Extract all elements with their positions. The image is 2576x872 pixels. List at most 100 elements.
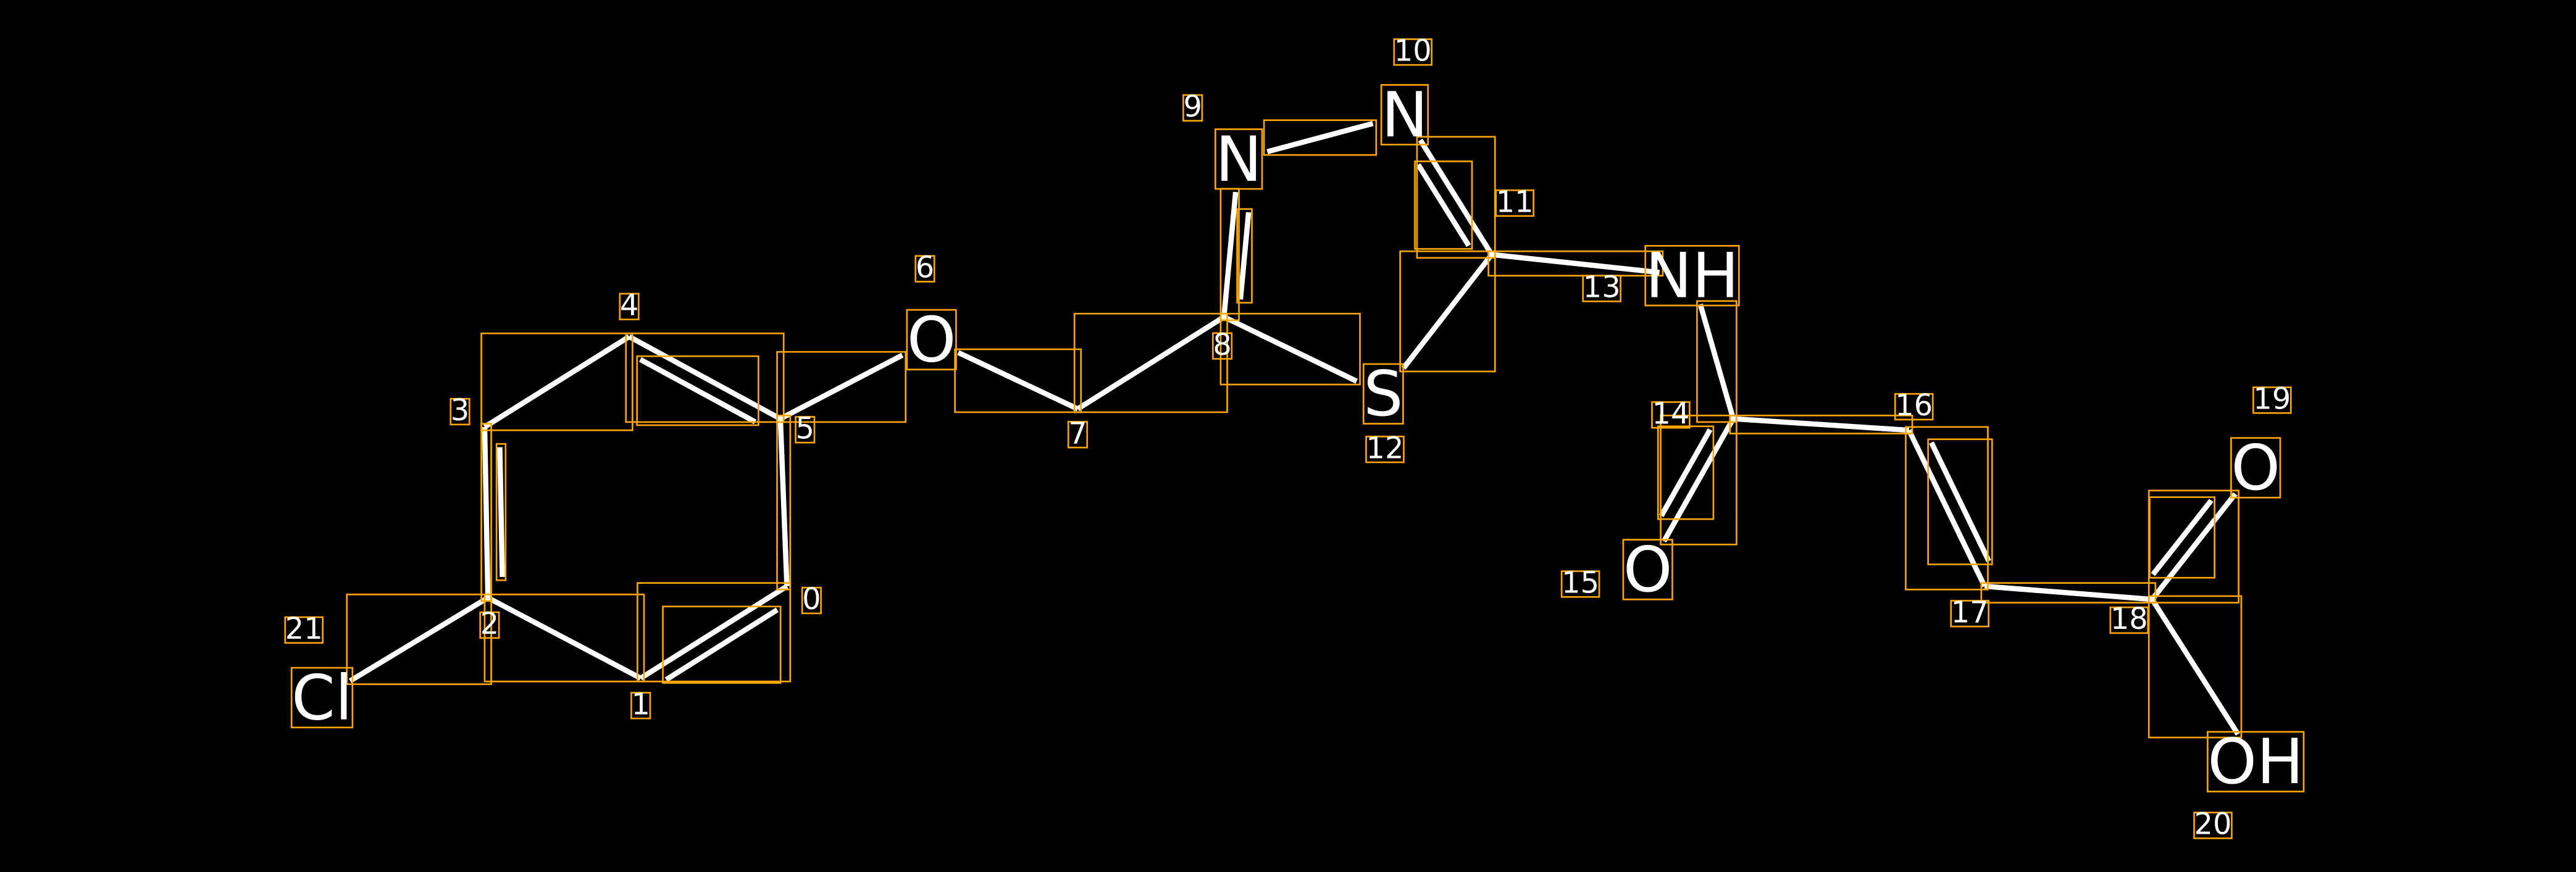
bond-6-7: [957, 350, 1079, 412]
bond-10-11: [1418, 138, 1494, 256]
atom-index-15: 15: [1562, 567, 1599, 600]
atom-label-6-box: [906, 309, 957, 371]
bond-13-14: [1697, 303, 1736, 420]
bond-0-1: [639, 584, 788, 681]
atom-index-5-box: [795, 416, 816, 444]
bond-5-6: [779, 352, 904, 421]
atom-index-3-box: [450, 397, 470, 426]
bond-4-5: [628, 334, 782, 421]
bond-10-11-box: [1416, 136, 1496, 259]
atom-label-13-box: [1644, 244, 1740, 307]
atom-index-5: 5: [796, 412, 814, 446]
atom-index-13: 13: [1583, 271, 1621, 305]
bond-12-8-box: [1219, 312, 1361, 386]
atom-label-15-box: [1622, 539, 1673, 600]
atom-index-0-box: [801, 586, 822, 615]
atom-index-7-box: [1067, 421, 1088, 449]
atom-index-17-box: [1950, 600, 1989, 628]
atom-index-2: 2: [480, 607, 499, 641]
atom-label-10-box: [1380, 84, 1429, 146]
bond-14-15: [1662, 417, 1736, 543]
atom-label-19: O: [2231, 431, 2280, 504]
atom-label-21-box: [290, 666, 354, 729]
atom-index-11-box: [1495, 189, 1534, 217]
atom-index-8: 8: [1213, 328, 1231, 362]
bond-8-9-inner-box: [1236, 208, 1253, 304]
atom-index-1: 1: [631, 687, 650, 721]
atom-label-6: O: [907, 303, 956, 376]
bond-18-20: [2149, 597, 2241, 736]
atom-index-20-box: [2193, 812, 2233, 839]
bond-2-21-box: [346, 593, 492, 686]
bond-8-9: [1221, 191, 1239, 317]
bond-4-5-box: [625, 332, 785, 423]
atom-index-8-box: [1212, 332, 1233, 360]
atom-label-20: OH: [2207, 725, 2304, 798]
atom-index-11: 11: [1496, 185, 1534, 219]
bond-12-8: [1223, 314, 1358, 384]
atom-index-3: 3: [451, 394, 469, 428]
atom-index-13-box: [1582, 275, 1621, 302]
atom-index-9: 9: [1183, 90, 1202, 124]
bond-2-3-inner: [497, 447, 505, 577]
atom-index-4-box: [619, 293, 640, 320]
bond-0-1-inner-box: [662, 605, 782, 684]
bond-14-15-box: [1660, 414, 1738, 546]
atom-index-16: 16: [1895, 389, 1933, 423]
bond-16-17-inner: [1929, 441, 1991, 563]
bounding-boxes-layer: [284, 38, 2305, 839]
atom-index-7: 7: [1068, 417, 1087, 451]
bond-17-18: [1984, 583, 2152, 602]
atom-index-15-box: [1560, 570, 1600, 598]
atom-index-4: 4: [620, 289, 638, 323]
atom-index-19-box: [2252, 386, 2292, 414]
atom-index-2-box: [479, 611, 500, 639]
bond-3-4: [483, 334, 631, 430]
bond-0-1-inner: [664, 607, 779, 682]
bond-16-17-box: [1905, 426, 1989, 591]
atom-index-20: 20: [2194, 808, 2232, 842]
atom-label-12: S: [1363, 357, 1403, 430]
bond-8-9-inner: [1237, 212, 1252, 300]
atom-index-18-box: [2109, 606, 2149, 634]
bond-9-10-box: [1263, 119, 1378, 156]
bond-7-8-box: [1073, 312, 1228, 413]
bond-2-3-box: [480, 423, 492, 602]
bond-10-11-inner-box: [1414, 160, 1473, 250]
bond-5-0-box: [776, 414, 792, 591]
bond-2-3: [482, 426, 491, 598]
atom-index-17: 17: [1951, 596, 1989, 629]
bond-10-11-inner: [1416, 163, 1471, 247]
bond-13-14-box: [1696, 300, 1738, 423]
bond-1-2: [487, 595, 642, 681]
bond-7-8: [1076, 314, 1226, 412]
atom-index-9-box: [1182, 94, 1203, 122]
bond-14-16: [1733, 416, 1910, 433]
bond-5-6-box: [776, 351, 907, 423]
bond-11-13-box: [1487, 250, 1664, 277]
atom-label-21: Cl: [291, 661, 353, 734]
atom-index-1-box: [630, 692, 651, 720]
bond-18-19: [2150, 492, 2238, 601]
bond-4-5-inner-box: [636, 355, 759, 426]
atom-label-9: N: [1215, 123, 1262, 196]
atom-label-12-box: [1362, 363, 1404, 425]
bond-11-13: [1491, 252, 1660, 275]
atom-index-6: 6: [916, 251, 934, 285]
atom-label-9-box: [1215, 128, 1263, 190]
bond-18-19-inner-box: [2149, 496, 2215, 579]
bond-17-18-box: [1980, 582, 2157, 604]
bond-5-0: [777, 418, 790, 587]
atom-index-0: 0: [802, 583, 821, 617]
bond-6-7-box: [954, 348, 1082, 413]
bond-11-12: [1401, 252, 1494, 370]
bond-2-21: [348, 595, 490, 684]
bond-14-15-inner-box: [1657, 425, 1715, 520]
atom-index-6-box: [914, 255, 935, 283]
atom-index-12: 12: [1366, 431, 1404, 465]
bonds-layer: [348, 120, 2241, 736]
bond-14-15-inner: [1658, 428, 1713, 517]
